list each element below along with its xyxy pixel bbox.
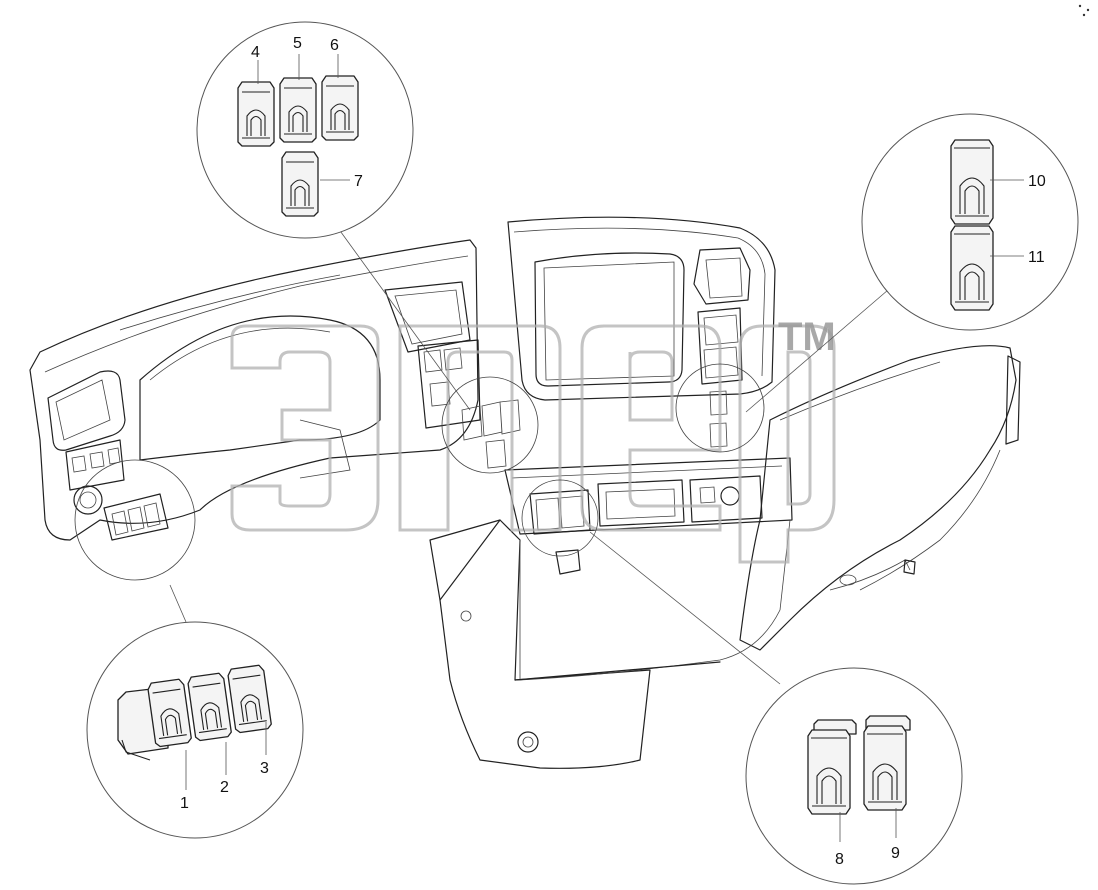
callout-1: 1 <box>180 795 189 812</box>
watermark-trademark: TM <box>778 315 836 359</box>
detail-circle-switches-10-11: 10 11 <box>861 113 1079 331</box>
callout-11: 11 <box>1028 249 1045 266</box>
callout-10: 10 <box>1028 173 1046 190</box>
leader-lines <box>169 227 889 685</box>
dashboard-panel <box>29 216 1021 769</box>
detail-circle-switches-4-7: 4 5 6 7 <box>196 21 414 239</box>
callout-2: 2 <box>220 779 229 796</box>
corner-marks <box>1078 4 1090 17</box>
callout-7: 7 <box>354 173 363 190</box>
callout-5: 5 <box>293 35 302 52</box>
switch-group-left-small <box>103 493 169 541</box>
callout-6: 6 <box>330 37 339 54</box>
highlight-ring-left <box>74 459 196 581</box>
detail-circle-switches-8-9: 8 9 <box>745 667 963 885</box>
detail-circle-switches-1-3: 1 2 3 <box>86 621 304 839</box>
switch-group-center-small <box>417 339 521 469</box>
callout-9: 9 <box>891 845 900 862</box>
callout-4: 4 <box>251 44 260 61</box>
watermark-logo: TM <box>230 315 836 564</box>
callout-8: 8 <box>835 851 844 868</box>
highlight-ring-lower <box>521 479 599 557</box>
callout-3: 3 <box>260 760 269 777</box>
highlight-ring-right <box>675 363 765 453</box>
highlight-ring-center <box>441 376 539 474</box>
